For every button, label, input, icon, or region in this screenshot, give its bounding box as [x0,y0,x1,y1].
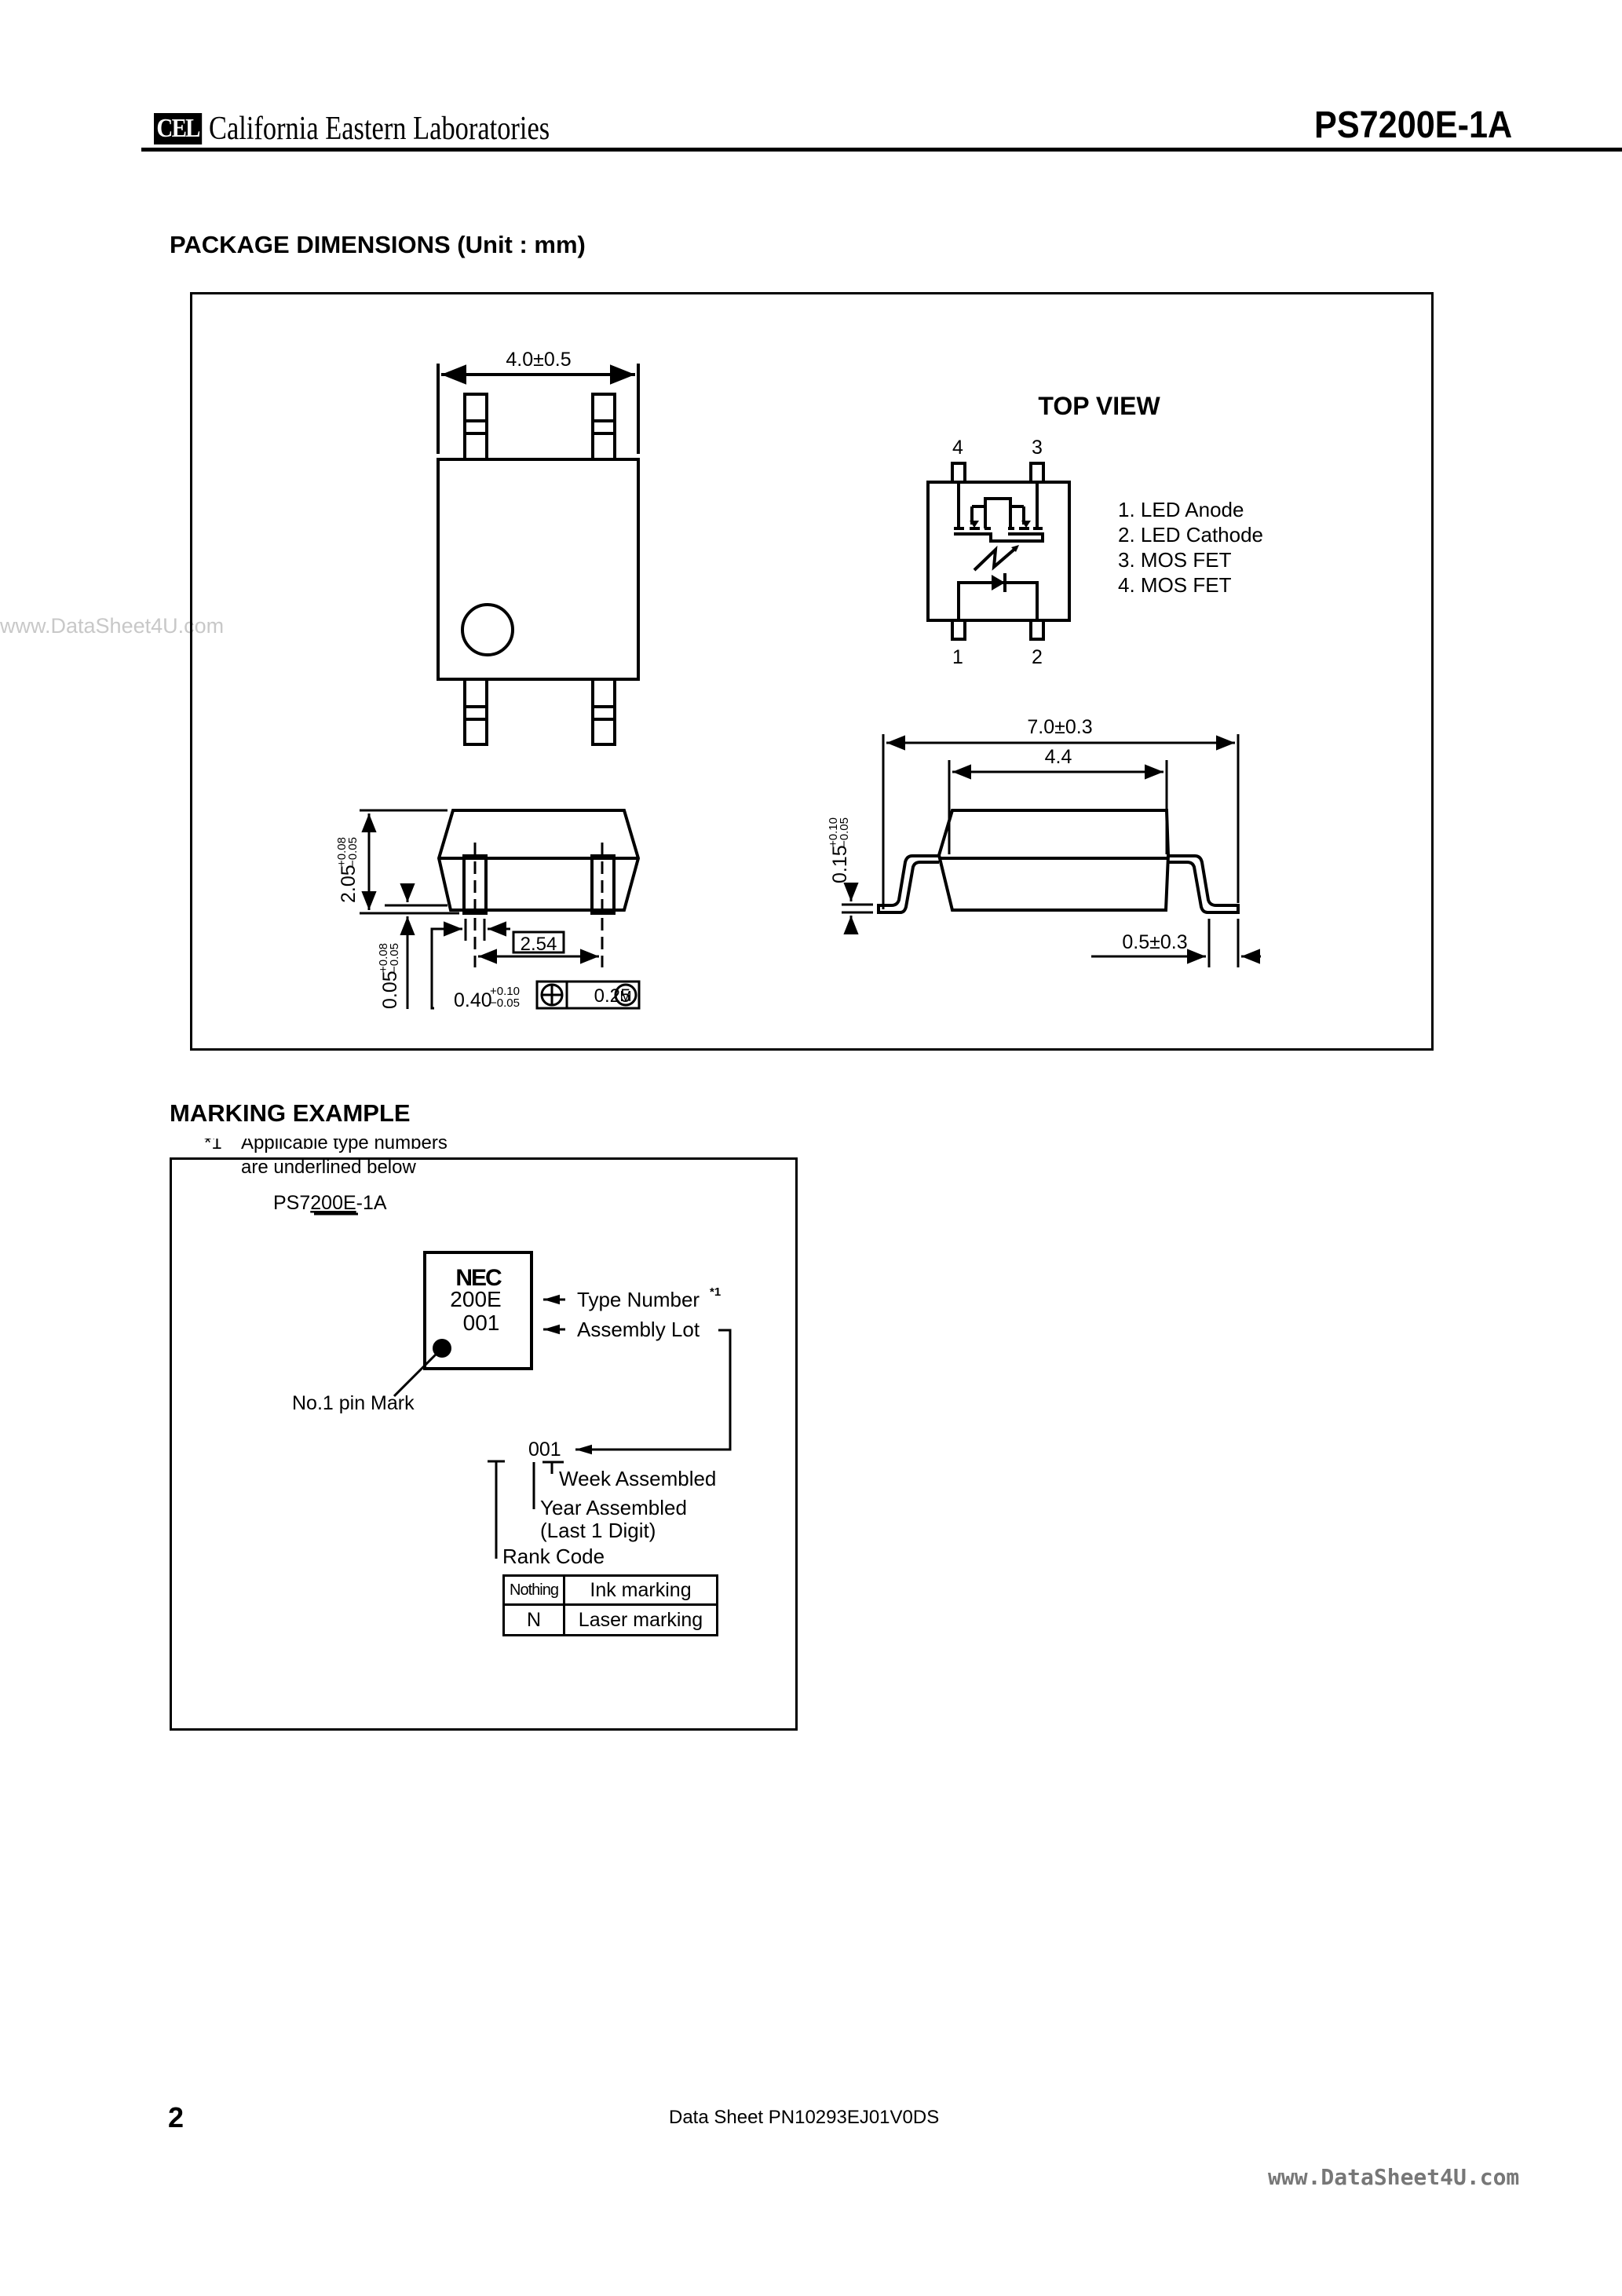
rank-code-cell: N [502,1603,565,1636]
lead-width-tol-plus: +0.10 [490,985,520,998]
type-number-note: *1 [710,1285,721,1299]
package-dimensions-title: PACKAGE DIMENSIONS (Unit : mm) [170,231,586,258]
standoff-tol-plus: +0.08 [377,943,390,973]
pitch-dim: 2.54 [521,934,557,955]
header-brand: CEL California Eastern Laboratories [154,111,624,147]
rank-meaning-cell: Ink marking [563,1574,718,1606]
marking-example-frame [170,1157,798,1731]
rank-code-table: Nothing Ink marking N Laser marking [502,1574,718,1636]
lead-thickness-tol-plus: +0.10 [827,817,840,847]
pin-legend-3: 3. MOS FET [1118,548,1232,572]
footnote-part: PS7200E-1A [273,1192,387,1214]
footnote-line1: Applicable type numbers [241,1139,448,1153]
pin-mark-label: No.1 pin Mark [292,1392,415,1414]
lead-thickness-dim: 0.15 [829,845,851,883]
table-row: N Laser marking [502,1603,718,1636]
watermark-left: www.DataSheet4U.com [0,614,225,638]
overall-width-dim: 7.0±0.3 [1027,716,1092,738]
week-assembled-label: Week Assembled [559,1467,716,1490]
position-tol-value: 0.25 [594,985,631,1007]
rank-meaning-cell: Laser marking [563,1603,718,1636]
year-note-label: (Last 1 Digit) [540,1519,656,1542]
header-rule [141,148,1622,152]
pin-legend-4: 4. MOS FET [1118,573,1232,597]
footnote-marker: *1 [204,1139,222,1153]
assembly-lot-label: Assembly Lot [577,1318,700,1341]
top-view-title: TOP VIEW [1038,392,1160,420]
cel-logo: CEL [154,113,203,144]
foot-length-dim: 0.5±0.3 [1122,931,1187,953]
part-number-title: PS7200E-1A [1313,104,1512,146]
height-dim: 2.05 [338,865,360,903]
chip-type-code: 200E [450,1287,501,1311]
chip-brand: NEC [455,1265,502,1291]
page-number: 2 [168,2101,184,2133]
height-tol-plus: +0.08 [335,837,349,867]
pin-3-label: 3 [1032,437,1043,459]
year-assembled-label: Year Assembled [540,1496,687,1519]
rank-code-label: Rank Code [502,1545,605,1568]
lead-width-tol-minus: −0.05 [490,996,520,1010]
footnote-line2: are underlined below [241,1157,416,1178]
lot-code-label: 001 [528,1439,561,1461]
chip-lot-code: 001 [463,1311,500,1335]
side-view-right [842,734,1261,967]
standoff-tol-minus: −0.05 [388,943,401,973]
package-drawings: 4.0±0.5 TOP VIEW 4 3 1 2 1. LED Anode 2.… [335,349,1263,1011]
pin-1-label: 1 [952,646,963,668]
watermark-bottom-right[interactable]: www.DataSheet4U.com [1268,2164,1520,2190]
pin-4-label: 4 [952,437,963,459]
document-id: Data Sheet PN10293EJ01V0DS [669,2107,940,2128]
type-number-label: Type Number [577,1288,700,1311]
marking-drawing: NEC 200E 001 No.1 pin Mark Type Number *… [204,1139,732,1568]
table-row: Nothing Ink marking [502,1574,718,1606]
body-width-dim: 4.4 [1045,746,1072,768]
company-name: California Eastern Laboratories [208,111,550,147]
pin-2-label: 2 [1032,646,1043,668]
lead-width-dim: 0.40 [454,989,492,1011]
pin-legend-1: 1. LED Anode [1118,498,1244,521]
dim-width-label: 4.0±0.5 [506,349,571,371]
lead-thickness-tol-minus: −0.05 [838,817,851,847]
height-tol-minus: −0.05 [346,837,360,867]
pin-legend-2: 2. LED Cathode [1118,523,1263,547]
top-outline-view [437,364,640,746]
top-view-schematic [926,462,1071,641]
standoff-dim: 0.05 [379,971,401,1009]
marking-example-title: MARKING EXAMPLE [170,1099,411,1127]
rank-code-cell: Nothing [502,1574,565,1606]
package-dimensions-frame [190,292,1434,1051]
position-modifier: M [620,989,632,1004]
side-view-left [360,809,641,1010]
